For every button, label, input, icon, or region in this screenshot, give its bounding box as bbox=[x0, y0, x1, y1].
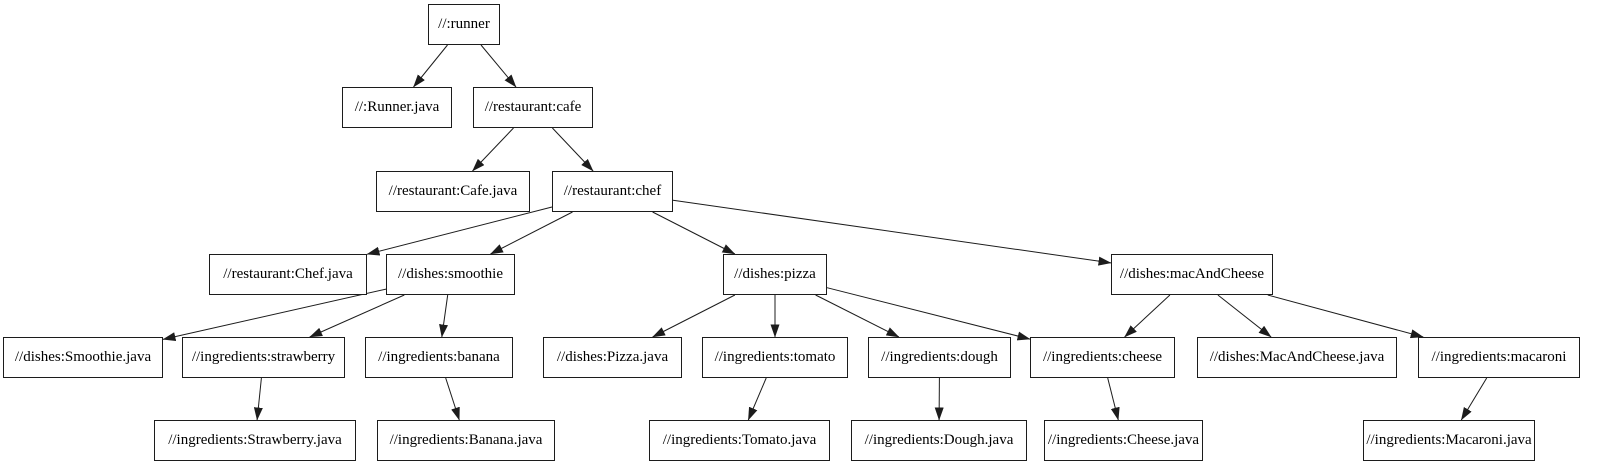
edge-pizza-to-pizza-java bbox=[652, 294, 736, 338]
graph-node-cheese-java: //ingredients:Cheese.java bbox=[1044, 420, 1203, 461]
edge-strawberry-to-strawberry-java bbox=[253, 377, 263, 421]
graph-node-pizza: //dishes:pizza bbox=[723, 254, 827, 295]
edge-chef-to-chef-java bbox=[366, 206, 553, 256]
graph-node-macaroni: //ingredients:macaroni bbox=[1418, 337, 1580, 378]
edge-runner-to-cafe bbox=[480, 44, 517, 88]
edge-smoothie-to-strawberry bbox=[309, 294, 405, 338]
graph-node-smoothie: //dishes:smoothie bbox=[386, 254, 515, 295]
graph-node-cafe-java: //restaurant:Cafe.java bbox=[376, 171, 530, 212]
edge-mac-and-cheese-to-macaroni bbox=[1267, 294, 1424, 339]
graph-node-runner: //:runner bbox=[428, 4, 500, 45]
graph-node-dough-java: //ingredients:Dough.java bbox=[851, 420, 1027, 461]
graph-node-strawberry: //ingredients:strawberry bbox=[182, 337, 345, 378]
graph-node-cafe: //restaurant:cafe bbox=[473, 87, 593, 128]
edge-tomato-to-tomato-java bbox=[747, 377, 767, 421]
edge-pizza-to-cheese bbox=[826, 287, 1031, 341]
edge-cafe-to-chef bbox=[552, 127, 594, 172]
edge-smoothie-to-smoothie-java bbox=[162, 288, 387, 342]
graph-node-cheese: //ingredients:cheese bbox=[1030, 337, 1175, 378]
graph-node-banana-java: //ingredients:Banana.java bbox=[377, 420, 555, 461]
graph-node-strawberry-java: //ingredients:Strawberry.java bbox=[154, 420, 356, 461]
graph-node-smoothie-java: //dishes:Smoothie.java bbox=[3, 337, 163, 378]
edge-banana-to-banana-java bbox=[445, 377, 460, 421]
graph-node-pizza-java: //dishes:Pizza.java bbox=[543, 337, 682, 378]
edge-smoothie-to-banana bbox=[439, 294, 449, 338]
graph-node-runner-java: //:Runner.java bbox=[342, 87, 452, 128]
edge-cheese-to-cheese-java bbox=[1107, 377, 1120, 421]
edge-mac-and-cheese-to-mac-and-cheese-java bbox=[1217, 294, 1272, 338]
edge-macaroni-to-macaroni-java bbox=[1460, 377, 1488, 421]
graph-node-tomato-java: //ingredients:Tomato.java bbox=[649, 420, 830, 461]
edge-chef-to-pizza bbox=[652, 211, 736, 255]
graph-node-banana: //ingredients:banana bbox=[365, 337, 513, 378]
edge-mac-and-cheese-to-cheese bbox=[1124, 294, 1171, 338]
graph-node-macaroni-java: //ingredients:Macaroni.java bbox=[1363, 420, 1535, 461]
edge-pizza-to-dough bbox=[815, 294, 900, 338]
graph-node-mac-and-cheese: //dishes:macAndCheese bbox=[1111, 254, 1273, 295]
graph-node-tomato: //ingredients:tomato bbox=[702, 337, 848, 378]
graph-node-chef: //restaurant:chef bbox=[552, 171, 673, 212]
edge-runner-to-runner-java bbox=[413, 44, 448, 88]
graph-node-chef-java: //restaurant:Chef.java bbox=[209, 254, 367, 295]
edge-chef-to-smoothie bbox=[490, 211, 573, 255]
graph-node-dough: //ingredients:dough bbox=[868, 337, 1011, 378]
graph-node-mac-and-cheese-java: //dishes:MacAndCheese.java bbox=[1197, 337, 1397, 378]
edge-cafe-to-cafe-java bbox=[472, 127, 514, 172]
